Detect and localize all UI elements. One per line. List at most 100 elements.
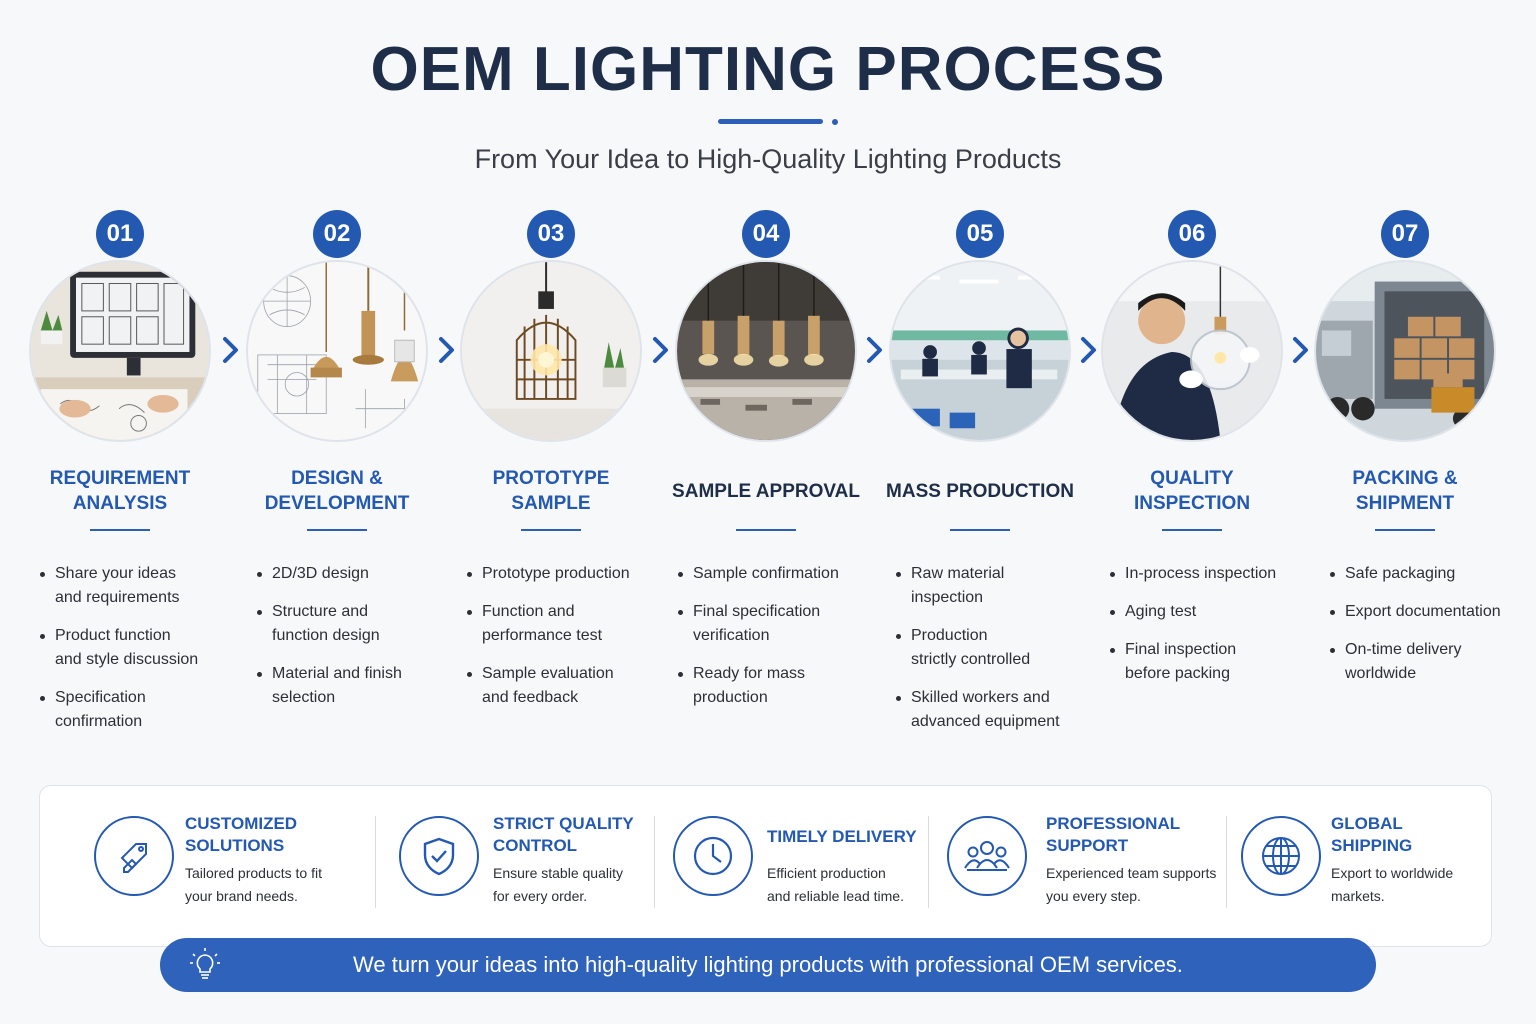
feature-icon-circle [947,816,1027,896]
truck-loading-boxes [1316,262,1494,440]
step-bullet-item: Aging test [1110,600,1310,624]
team-icon [964,841,1010,871]
step-title-line: MASS PRODUCTION [886,480,1074,502]
step-title-underline [307,529,367,531]
designer-sketching-at-monitor [31,262,209,440]
step-title: REQUIREMENT ANALYSIS [13,465,227,517]
step-number-badge: 02 [313,210,361,258]
features-panel: CUSTOMIZED SOLUTIONS Tailored products to… [39,785,1492,947]
step-title-underline [521,529,581,531]
step-photo [29,260,211,442]
step-bullet-item: Safe packaging [1330,562,1530,586]
step-title-line: DESIGN & [291,468,383,489]
chevron-right-icon [650,335,672,365]
chevron-right-icon [220,335,242,365]
step-bullet-item: Raw material inspection [896,562,1096,610]
cage-pendant-lamp [462,262,640,440]
step-bullet-item: Sample confirmation [678,562,878,586]
step-photo [460,260,642,442]
step-title-line: INSPECTION [1133,493,1251,514]
tag-pencil-icon [120,843,147,873]
step-title: SAMPLE APPROVAL [659,465,873,517]
feature-title: CUSTOMIZED SOLUTIONS [185,814,298,855]
step-bullet-item: Final specification verification [678,600,878,648]
step-number-badge: 06 [1168,210,1216,258]
feature-divider [928,816,929,908]
step-number-badge: 07 [1381,210,1429,258]
chevron-right-icon [1290,335,1312,365]
step-bullet-item: Skilled workers and advanced equipment [896,686,1096,734]
step-title-line: REQUIREMENT [49,468,191,489]
chevron-right-icon [436,335,458,365]
step-bullet-item: Final inspection before packing [1110,638,1310,686]
step-number-badge: 05 [956,210,1004,258]
feature-description: Ensure stable quality for every order. [493,865,623,904]
step-title-line: PACKING & [1352,468,1458,489]
step-title: QUALITY INSPECTION [1085,465,1299,517]
chevron-right-icon [864,335,886,365]
feature-icon-circle [673,816,753,896]
feature-divider [375,816,376,908]
title-underline [718,119,823,124]
feature-icon-circle [94,816,174,896]
lightbulb-icon [190,948,220,979]
step-bullet-item: Material and finish selection [257,662,457,710]
step-title-line: SAMPLE [511,493,591,514]
step-photo [889,260,1071,442]
step-bullet-item: Function and performance test [467,600,667,648]
feature-icon-circle [399,816,479,896]
clock-icon [693,836,733,876]
step-bullet-item: Structure and function design [257,600,457,648]
feature-title: GLOBAL SHIPPING [1331,814,1413,855]
banner-text: We turn your ideas into high-quality lig… [353,952,1183,977]
step-title-line: ANALYSIS [72,493,168,514]
feature-description: Experienced team supports you every step… [1046,865,1217,904]
step-bullet-item: Product function and style discussion [40,624,240,672]
step-title-line: SHIPMENT [1355,493,1455,514]
feature-description: Tailored products to fit your brand need… [185,865,322,904]
step-bullet-item: Share your ideas and requirements [40,562,240,610]
page-subtitle: From Your Idea to High-Quality Lighting … [474,144,1062,174]
step-bullet-item: Specification confirmation [40,686,240,734]
step-photo [246,260,428,442]
pendant-lamp-sketches [248,262,426,440]
feature-divider [654,816,655,908]
globe-icon [1262,837,1300,875]
feature-title: TIMELY DELIVERY [767,827,917,846]
step-title: MASS PRODUCTION [873,465,1087,517]
step-title-line: QUALITY [1150,468,1234,489]
step-title-underline [950,529,1010,531]
step-bullet-item: On-time delivery worldwide [1330,638,1530,686]
title-underline-dot [832,119,838,125]
step-bullet-item: Ready for mass production [678,662,878,710]
factory-workers [891,262,1069,440]
feature-description: Export to worldwide markets. [1331,865,1454,904]
feature-title: PROFESSIONAL SUPPORT [1046,814,1181,855]
step-photo [1314,260,1496,442]
chevron-right-icon [1078,335,1100,365]
step-title-underline [736,529,796,531]
step-bullet-item: In-process inspection [1110,562,1310,586]
step-bullet-item: Sample evaluation and feedback [467,662,667,710]
step-title: DESIGN & DEVELOPMENT [230,465,444,517]
step-title-underline [90,529,150,531]
step-number-badge: 04 [742,210,790,258]
step-title-line: SAMPLE APPROVAL [672,480,860,502]
step-bullet-item: 2D/3D design [257,562,457,586]
step-bullet-item: Prototype production [467,562,667,586]
bottom-banner: We turn your ideas into high-quality lig… [160,938,1376,992]
step-number-badge: 01 [96,210,144,258]
step-title-line: DEVELOPMENT [264,493,410,514]
worker-inspecting-lamp [1103,262,1281,440]
step-title-line: PROTOTYPE [492,468,610,489]
feature-title: STRICT QUALITY CONTROL [493,814,634,855]
step-number-badge: 03 [527,210,575,258]
step-photo [1101,260,1283,442]
